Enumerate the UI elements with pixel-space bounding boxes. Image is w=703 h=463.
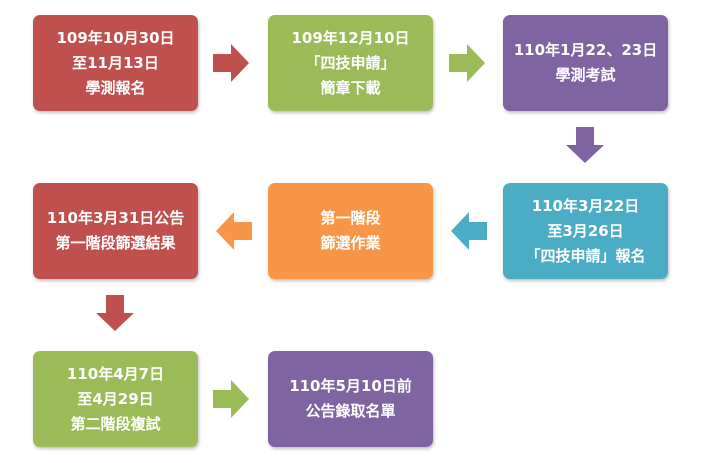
arrow-down-1 bbox=[566, 127, 604, 163]
step-apply-line-2: 至3月26日 bbox=[547, 221, 624, 240]
step-registration-line-3: 學測報名 bbox=[85, 78, 146, 97]
arrow-right-1 bbox=[213, 44, 249, 82]
step-apply-line-1: 110年3月22日 bbox=[531, 196, 640, 215]
step-interview-line-2: 至4月29日 bbox=[77, 389, 154, 408]
step-results-box: 110年3月31日公告 第一階段篩選結果 bbox=[33, 183, 198, 279]
step-apply-box: 110年3月22日 至3月26日 「四技申請」報名 bbox=[503, 183, 668, 279]
step-brochure-line-3: 簡章下載 bbox=[320, 78, 381, 97]
step-results-line-1: 110年3月31日公告 bbox=[46, 209, 185, 227]
step-brochure-line-1: 109年12月10日 bbox=[291, 28, 410, 47]
arrow-down-2 bbox=[96, 295, 134, 331]
step-interview-line-3: 第二階段複試 bbox=[70, 414, 161, 433]
arrow-right-2 bbox=[449, 44, 485, 82]
step-exam-line-1: 110年1月22、23日 bbox=[513, 41, 658, 59]
arrow-left-1 bbox=[451, 212, 487, 250]
step-brochure-line-2: 「四技申請」 bbox=[305, 53, 396, 72]
step-apply-line-3: 「四技申請」報名 bbox=[525, 246, 646, 265]
step-screening-box: 第一階段 篩選作業 bbox=[268, 183, 433, 279]
step-interview-line-1: 110年4月7日 bbox=[66, 364, 165, 383]
step-brochure-box: 109年12月10日 「四技申請」 簡章下載 bbox=[268, 15, 433, 111]
step-screening-line-1: 第一階段 bbox=[320, 209, 381, 227]
step-exam-line-2: 學測考試 bbox=[555, 66, 616, 84]
step-exam-box: 110年1月22、23日 學測考試 bbox=[503, 15, 668, 111]
arrow-left-2 bbox=[216, 212, 252, 250]
step-screening-line-2: 篩選作業 bbox=[320, 234, 381, 252]
step-registration-line-2: 至11月13日 bbox=[72, 53, 159, 72]
step-registration-line-1: 109年10月30日 bbox=[56, 28, 175, 47]
step-results-line-2: 第一階段篩選結果 bbox=[55, 234, 176, 252]
step-announcement-box: 110年5月10日前 公告錄取名單 bbox=[268, 351, 433, 447]
step-interview-box: 110年4月7日 至4月29日 第二階段複試 bbox=[33, 351, 198, 447]
step-announcement-line-1: 110年5月10日前 bbox=[289, 377, 412, 395]
step-registration-box: 109年10月30日 至11月13日 學測報名 bbox=[33, 15, 198, 111]
step-announcement-line-2: 公告錄取名單 bbox=[305, 402, 396, 420]
arrow-right-3 bbox=[213, 380, 249, 418]
